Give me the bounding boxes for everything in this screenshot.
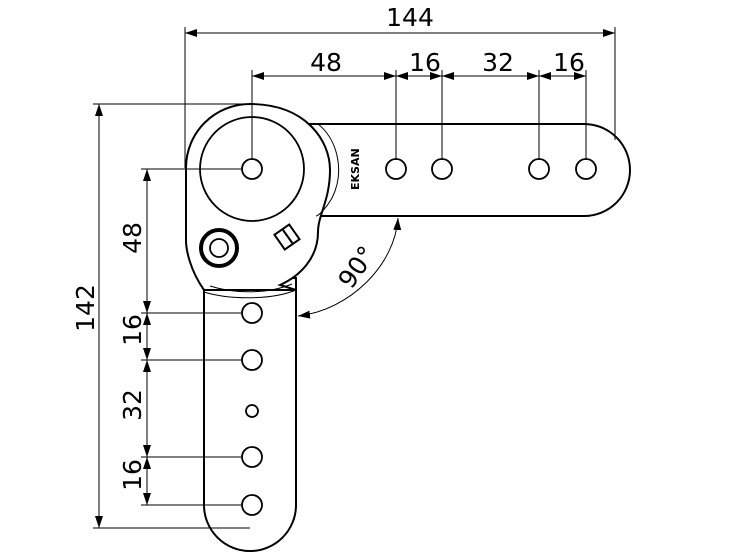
h-hole-4 bbox=[575, 158, 597, 180]
v-hole-small bbox=[245, 404, 259, 418]
dim-h-48: 48 bbox=[310, 48, 342, 77]
h-hole-3 bbox=[528, 158, 550, 180]
v-hole-2 bbox=[241, 349, 263, 371]
dim-v-32: 32 bbox=[118, 389, 147, 421]
dim-v-16b: 16 bbox=[118, 459, 147, 491]
v-hole-4 bbox=[241, 494, 263, 516]
dim-overall-height: 142 bbox=[71, 284, 100, 332]
brand-label: EKSAN bbox=[349, 148, 362, 190]
knuckle-seam bbox=[203, 289, 297, 299]
dim-overall-width: 144 bbox=[386, 3, 434, 32]
angle-label: 90° bbox=[332, 241, 381, 294]
pivot-hole bbox=[241, 158, 263, 180]
extension-lines bbox=[93, 27, 616, 529]
knuckle-edge bbox=[315, 123, 339, 217]
v-hole-1 bbox=[241, 302, 263, 324]
stop-block bbox=[273, 223, 301, 251]
rivet-inner bbox=[209, 238, 229, 258]
dim-h-32: 32 bbox=[482, 48, 514, 77]
h-hole-1 bbox=[385, 158, 407, 180]
dim-v-16a: 16 bbox=[118, 314, 147, 346]
dimension-lines bbox=[95, 29, 615, 528]
hinge-part: EKSAN bbox=[185, 102, 631, 552]
knuckle-seam-inner bbox=[209, 283, 293, 293]
dim-h-16b: 16 bbox=[553, 48, 585, 77]
dimension-labels: 144 48 16 32 16 142 48 16 32 16 90° bbox=[71, 3, 585, 491]
dim-h-16a: 16 bbox=[409, 48, 441, 77]
dim-v-48: 48 bbox=[118, 222, 147, 254]
v-hole-3 bbox=[241, 446, 263, 468]
h-hole-2 bbox=[431, 158, 453, 180]
